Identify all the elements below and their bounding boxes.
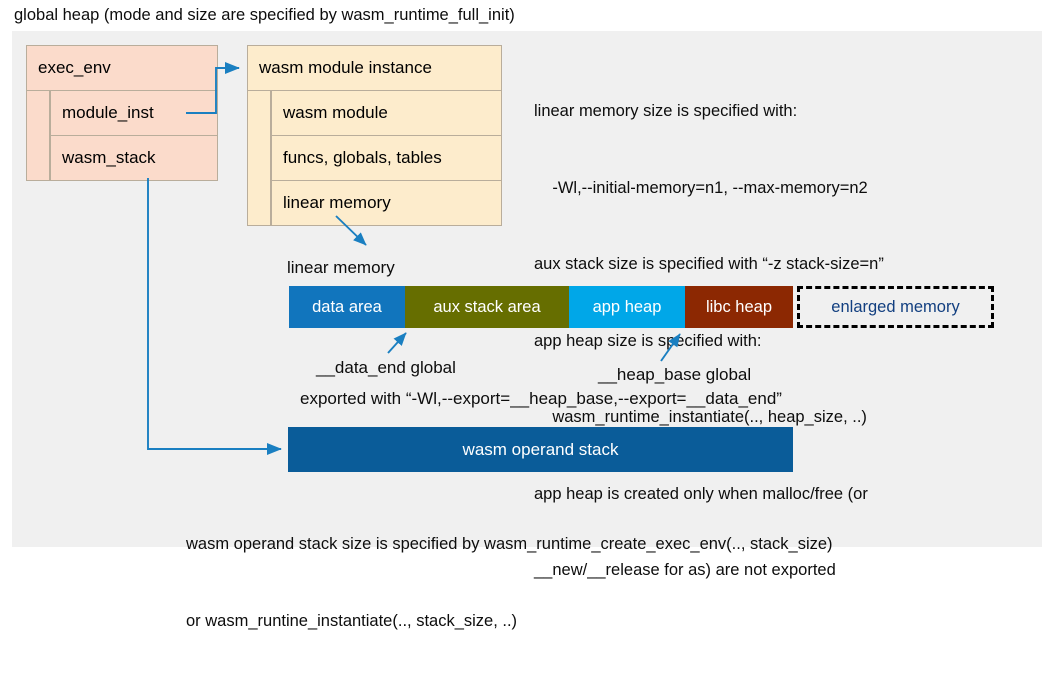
memory-config-notes: linear memory size is specified with: -W… — [534, 48, 884, 635]
operand-note-line-1: wasm operand stack size is specified by … — [186, 535, 833, 553]
segment-enlarged-memory: enlarged memory — [797, 286, 994, 328]
note-line-3: aux stack size is specified with “-z sta… — [534, 255, 884, 273]
operand-stack-notes: wasm operand stack size is specified by … — [186, 481, 833, 685]
module-field-linear-memory: linear memory — [271, 181, 502, 226]
linear-memory-bar: data area aux stack area app heap libc h… — [289, 286, 994, 328]
note-line-1: linear memory size is specified with: — [534, 102, 798, 120]
wasm-module-instance-header: wasm module instance — [247, 45, 502, 91]
exec-env-gutter — [26, 91, 50, 181]
wasm-module-instance-fields: wasm module funcs, globals, tables linea… — [271, 91, 502, 226]
diagram-root: global heap (mode and size are specified… — [12, 6, 1042, 630]
note-line-5: wasm_runtime_instantiate(.., heap_size, … — [534, 408, 867, 426]
segment-aux-stack-area: aux stack area — [405, 286, 569, 328]
operand-note-line-2: or wasm_runtine_instantiate(.., stack_si… — [186, 611, 518, 630]
exec-env-body: module_inst wasm_stack — [26, 91, 218, 181]
exec-env-field-wasm-stack: wasm_stack — [50, 136, 218, 181]
segment-data-area: data area — [289, 286, 405, 328]
page-title: global heap (mode and size are specified… — [14, 6, 515, 24]
exec-env-field-module-inst: module_inst — [50, 91, 218, 136]
wasm-module-instance-body: wasm module funcs, globals, tables linea… — [247, 91, 502, 226]
segment-app-heap: app heap — [569, 286, 685, 328]
wasm-operand-stack-box: wasm operand stack — [288, 427, 793, 472]
note-line-2: -Wl,--initial-memory=n1, --max-memory=n2 — [534, 178, 868, 197]
wasm-module-instance-box: wasm module instance wasm module funcs, … — [247, 45, 502, 226]
annotation-heap-base: __heap_base global — [598, 365, 752, 384]
exec-env-fields: module_inst wasm_stack — [50, 91, 218, 181]
annotation-data-end: __data_end global — [316, 358, 456, 377]
wasm-module-instance-gutter — [247, 91, 271, 226]
module-field-wasm-module: wasm module — [271, 91, 502, 136]
note-line-4: app heap size is specified with: — [534, 331, 762, 350]
linear-memory-label: linear memory — [287, 258, 395, 277]
module-field-funcs-globals-tables: funcs, globals, tables — [271, 136, 502, 181]
annotation-exported-with: exported with “-Wl,--export=__heap_base,… — [300, 389, 782, 408]
note-line-6: app heap is created only when malloc/fre… — [534, 484, 868, 503]
exec-env-header: exec_env — [26, 45, 218, 91]
exec-env-box: exec_env module_inst wasm_stack — [26, 45, 218, 181]
segment-libc-heap: libc heap — [685, 286, 793, 328]
